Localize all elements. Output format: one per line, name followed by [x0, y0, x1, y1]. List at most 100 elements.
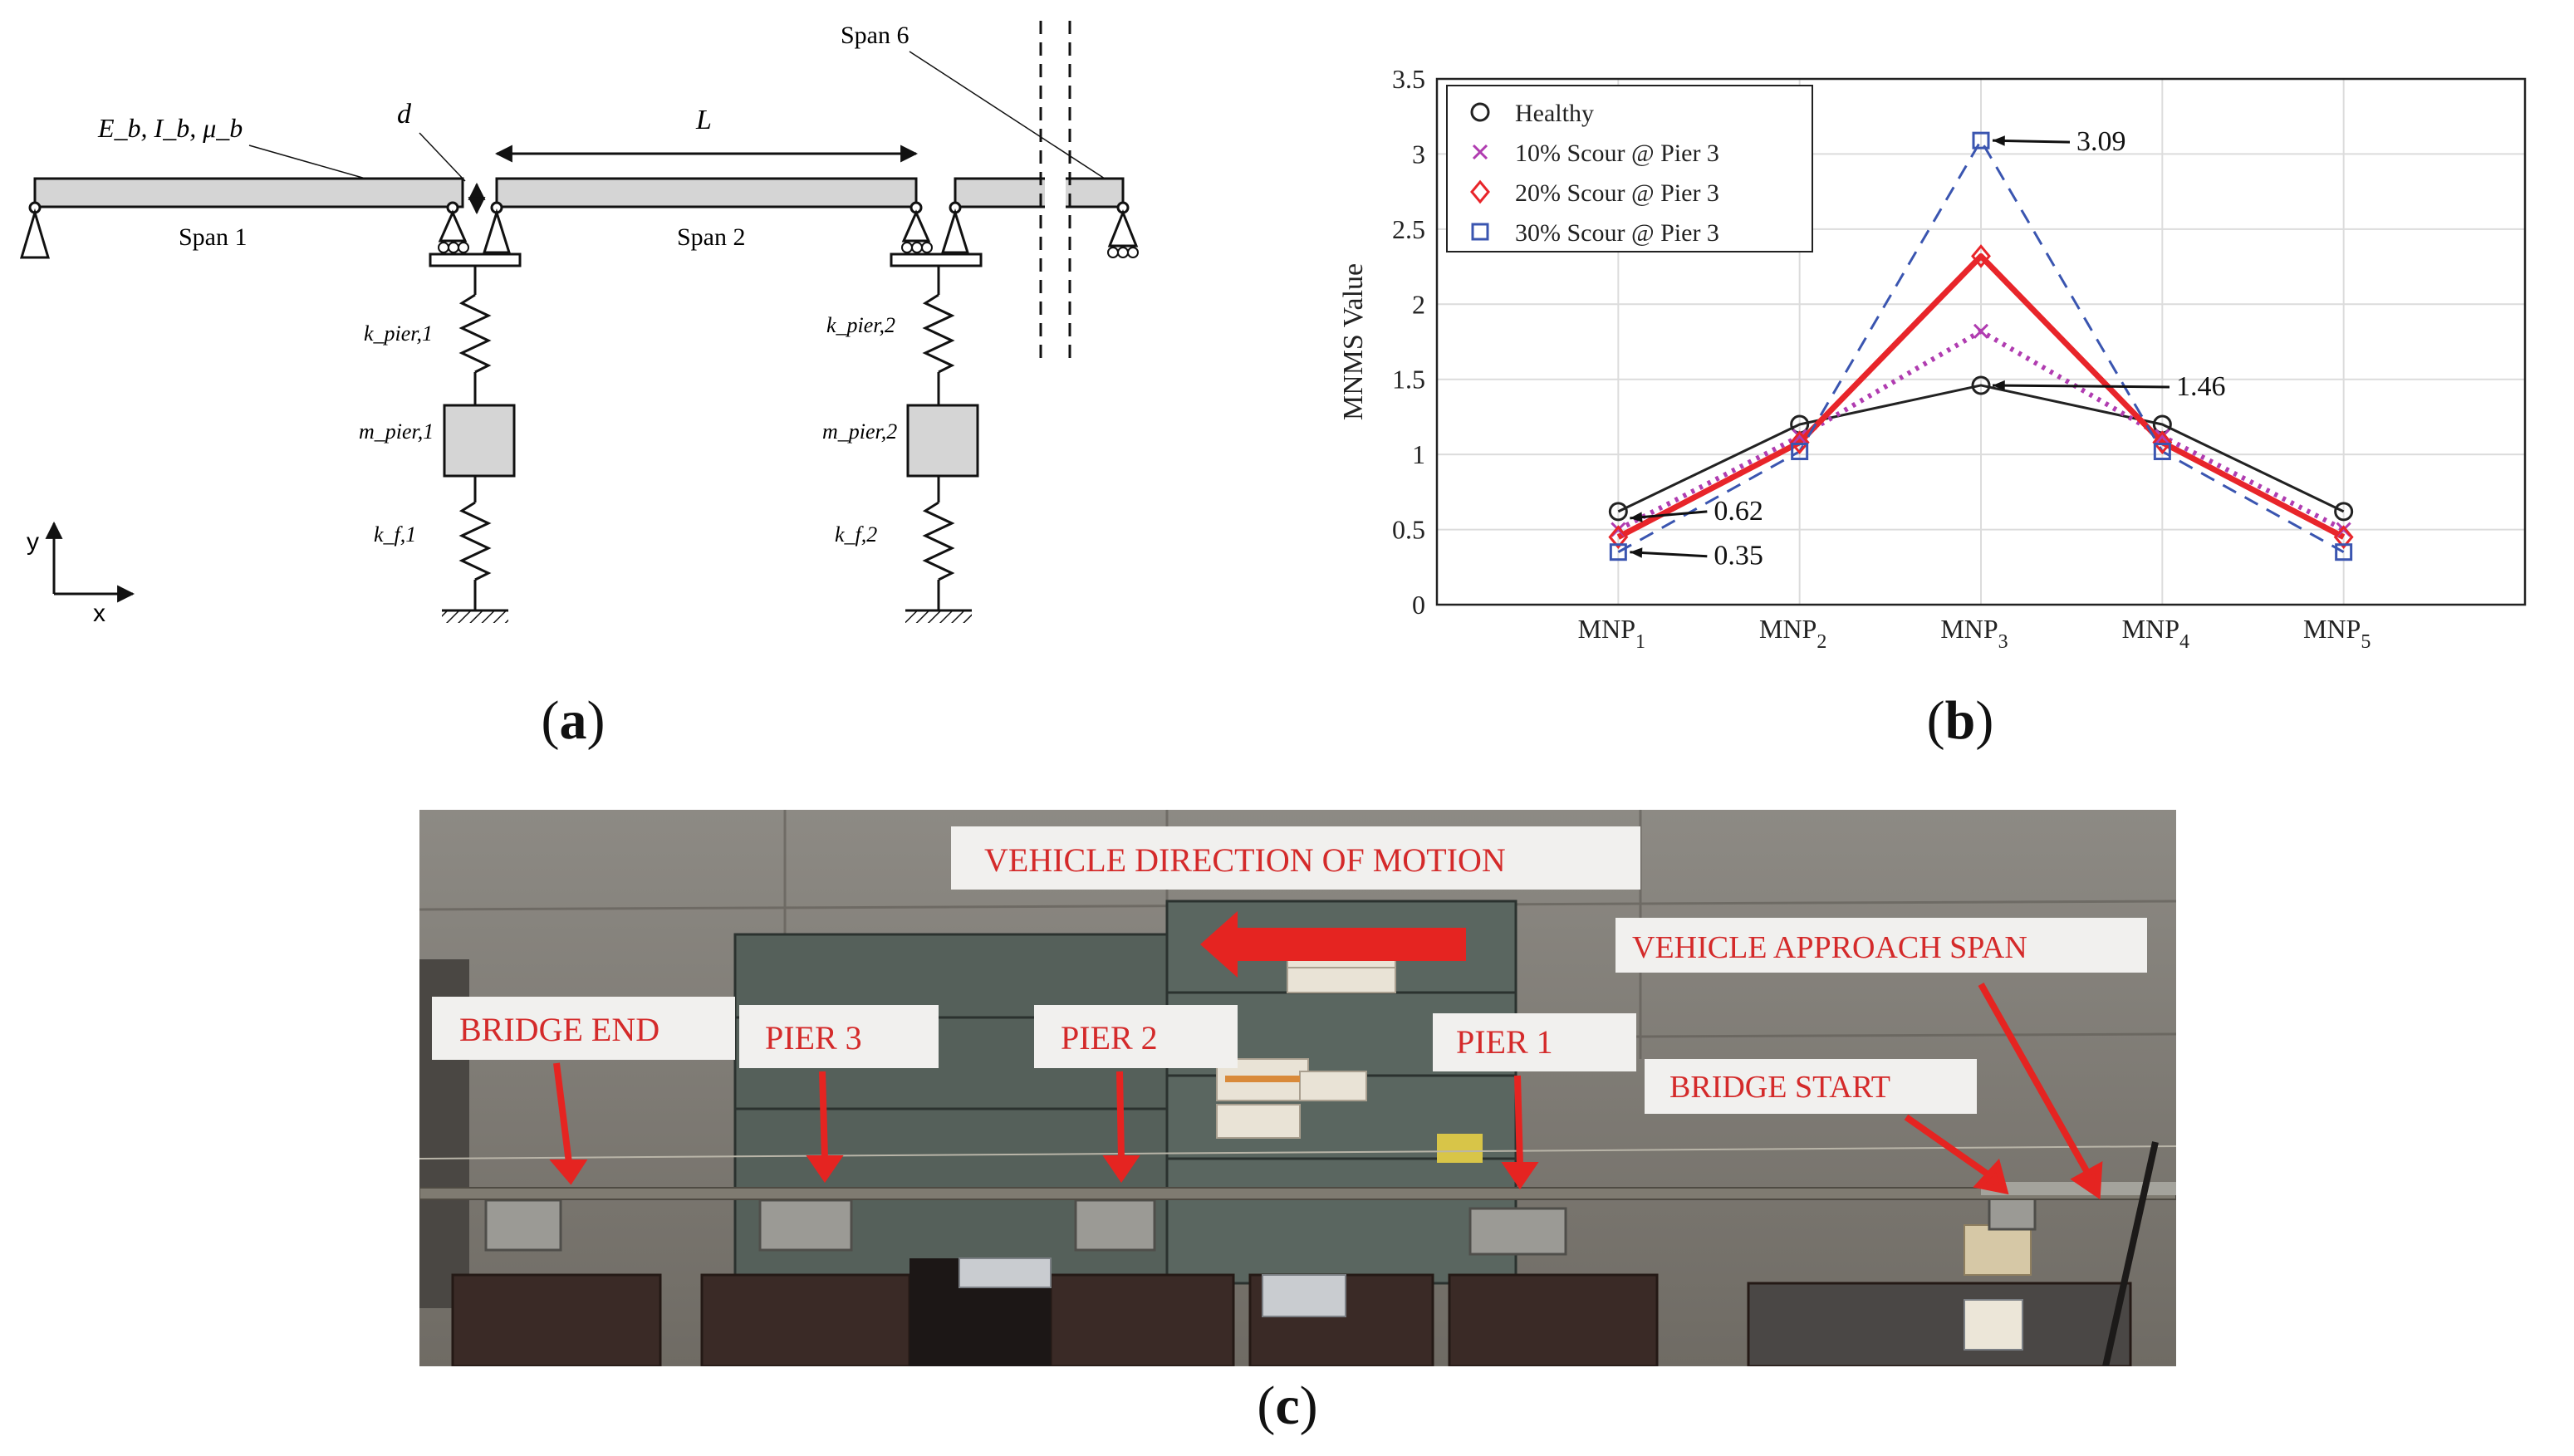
- direction-arrow: [1200, 911, 1466, 978]
- data-point: [1971, 244, 1991, 268]
- pier-2-bearing: [890, 201, 983, 267]
- caption-b: (b): [1926, 690, 1994, 751]
- pier3-label-text: PIER 3: [765, 1019, 862, 1056]
- x-tick-label: MNP2: [1759, 614, 1826, 653]
- m-pier-2-label: m_pier,2: [822, 419, 897, 444]
- bridge-start-label-text: BRIDGE START: [1669, 1070, 1890, 1105]
- annotation-arrowhead: [1993, 380, 2005, 391]
- k-pier-1-label: k_pier,1: [364, 321, 433, 346]
- direction-label-text: VEHICLE DIRECTION OF MOTION: [984, 841, 1506, 879]
- data-point: [1608, 502, 1628, 522]
- k-pier-2-label: k_pier,2: [826, 313, 895, 337]
- legend-marker: [1470, 179, 1490, 204]
- photo-label-pier1: [1433, 1013, 1636, 1071]
- legend-marker: [1471, 223, 1489, 241]
- annotation-label: 1.46: [2176, 371, 2226, 402]
- bridge-start-arrow: [1904, 1114, 2009, 1195]
- legend-entry: 30% Scour @ Pier 3: [1515, 219, 1719, 247]
- data-point: [1792, 429, 1807, 444]
- gap-label: d: [397, 99, 412, 130]
- y-tick-label: 3: [1412, 139, 1425, 169]
- data-point: [1971, 375, 1991, 395]
- annotation-label: 3.09: [2076, 126, 2126, 157]
- beam-properties-label: E_b, I_b, μ_b: [97, 113, 243, 143]
- caption-c: (c): [1257, 1375, 1318, 1436]
- data-point: [1791, 443, 1809, 461]
- legend-entry: 10% Scour @ Pier 3: [1515, 140, 1719, 167]
- pier-1-spring-mass: [442, 266, 516, 623]
- annotation-label: 0.62: [1714, 496, 1763, 527]
- span-2-label: Span 2: [677, 223, 746, 251]
- photo-label-direction: [951, 826, 1640, 890]
- pin-support: [19, 201, 51, 259]
- y-tick-label: 1: [1412, 439, 1425, 469]
- span-1-label: Span 1: [179, 223, 248, 251]
- bridge-end-arrow: [549, 1062, 588, 1185]
- y-tick-label: 3.5: [1392, 64, 1425, 94]
- roller-support: [1107, 201, 1139, 258]
- annotation-arrow: [1630, 551, 1708, 558]
- span-length-label: L: [695, 105, 712, 135]
- pier-2-spring-mass: [905, 266, 979, 623]
- bridge-model-diagram: L d E_b, I_b, μ_b Span 1 Span 2 Span 6 k…: [19, 21, 1139, 627]
- k-f-2-label: k_f,2: [835, 522, 877, 547]
- span-1-beam: [33, 177, 464, 208]
- y-axis-label: MNMS Value: [1338, 263, 1369, 420]
- y-tick-label: 1.5: [1392, 365, 1425, 395]
- x-tick-label: MNP5: [2303, 614, 2371, 653]
- x-tick-label: MNP4: [2122, 614, 2189, 653]
- x-tick-label: MNP1: [1578, 614, 1645, 653]
- photo-label-bridge-end: [432, 997, 735, 1060]
- series-line: [1617, 384, 2345, 513]
- axis-y-label: y: [27, 528, 39, 556]
- axis-x-label: x: [93, 600, 105, 627]
- legend-marker: [1470, 102, 1490, 122]
- annotation-arrowhead: [1993, 135, 2005, 146]
- series-line: [1617, 139, 2345, 554]
- data-point: [1789, 430, 1810, 455]
- caption-a: (a): [541, 690, 606, 751]
- legend-entry: Healthy: [1515, 100, 1594, 127]
- pier2-label-text: PIER 2: [1061, 1019, 1158, 1056]
- bridge-beam: [419, 1187, 2176, 1200]
- series-line: [1616, 252, 2346, 540]
- annotation-arrowhead: [1630, 547, 1643, 558]
- approach-arrow: [1978, 983, 2103, 1200]
- photo-label-bridge-start: [1645, 1059, 1977, 1114]
- legend-box: [1446, 85, 1813, 252]
- y-tick-label: 0: [1412, 590, 1425, 620]
- data-point: [1608, 525, 1629, 549]
- bridge-end-label-text: BRIDGE END: [459, 1011, 659, 1048]
- coordinate-axes: [45, 521, 135, 603]
- plot-frame: [1435, 77, 2527, 606]
- data-point: [2334, 502, 2354, 522]
- pier3-arrow: [806, 1071, 844, 1184]
- photo-label-approach: [1615, 918, 2147, 973]
- data-point: [2152, 430, 2173, 455]
- photo-label-pier2: [1034, 1005, 1238, 1068]
- annotation-label: 0.35: [1714, 541, 1763, 571]
- approach-label-text: VEHICLE APPROACH SPAN: [1632, 930, 2027, 965]
- photo-label-pier3: [739, 1005, 939, 1068]
- data-point: [1972, 131, 1990, 150]
- span-2-beam: [495, 177, 918, 208]
- annotation-arrow: [1992, 139, 2071, 144]
- data-point: [2333, 525, 2354, 549]
- y-tick-label: 2.5: [1392, 214, 1425, 244]
- legend-marker: [1472, 144, 1488, 160]
- lab-setup-photo: VEHICLE DIRECTION OF MOTION VEHICLE APPR…: [419, 810, 2176, 1366]
- data-point: [2153, 443, 2171, 461]
- k-f-1-label: k_f,1: [374, 522, 416, 547]
- data-point: [2335, 543, 2353, 561]
- pier1-label-text: PIER 1: [1456, 1023, 1553, 1061]
- y-tick-label: 0.5: [1392, 515, 1425, 545]
- y-tick-label: 2: [1412, 289, 1425, 319]
- annotation-arrowhead: [1630, 512, 1643, 522]
- span-6-beam: [954, 177, 1125, 208]
- data-point: [1973, 323, 1989, 339]
- pier1-arrow: [1501, 1075, 1539, 1190]
- annotation-arrow: [1992, 384, 2170, 389]
- data-point: [2155, 429, 2170, 444]
- pier2-arrow: [1102, 1071, 1140, 1184]
